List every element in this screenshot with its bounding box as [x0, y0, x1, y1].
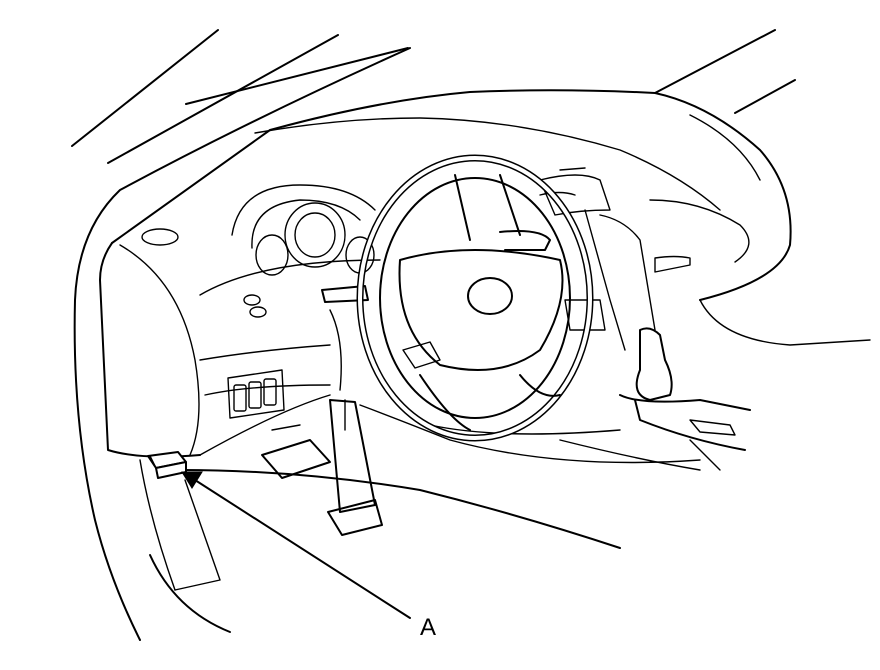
floor-lines	[139, 439, 701, 591]
dashboard-top	[111, 89, 792, 301]
callout-arrow	[181, 471, 411, 619]
pedals	[261, 399, 383, 536]
callout-label-a: A	[420, 614, 437, 641]
instrument-cluster	[199, 184, 381, 296]
steering-stalk	[321, 230, 551, 303]
gear-shifter	[619, 299, 871, 471]
left-side-panel	[99, 242, 331, 458]
door-frame	[73, 47, 411, 641]
connector-a	[147, 451, 187, 479]
switch-cluster	[227, 294, 285, 419]
steering-wheel	[356, 154, 594, 442]
lower-dash	[199, 309, 701, 464]
windshield-lines	[71, 29, 796, 164]
